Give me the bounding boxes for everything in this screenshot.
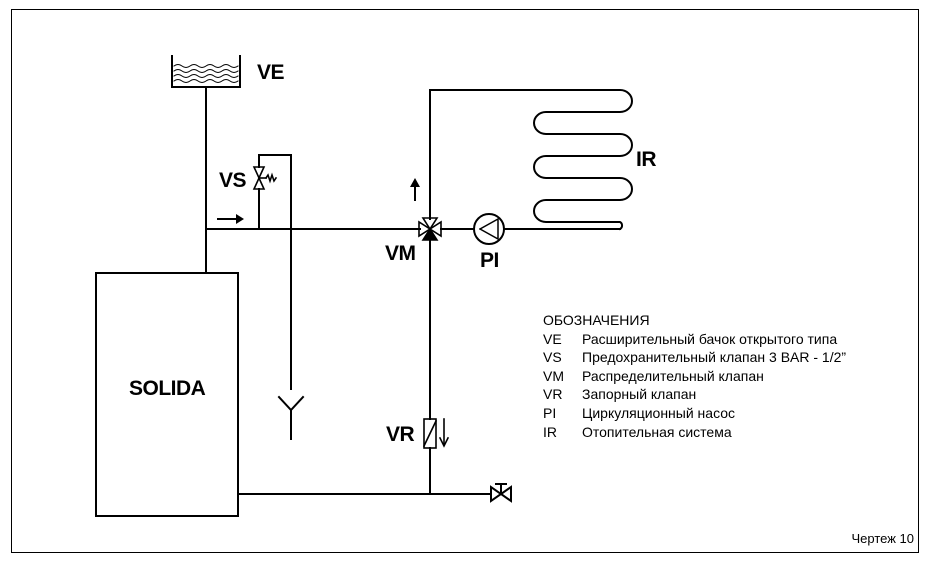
legend-code: VM xyxy=(543,367,564,384)
legend: ОБОЗНАЧЕНИЯ VE Расширительный бачок откр… xyxy=(543,311,846,441)
legend-text: Запорный клапан xyxy=(582,386,697,403)
legend-text: Расширительный бачок открытого типа xyxy=(582,330,838,347)
label-ir: IR xyxy=(636,148,657,171)
legend-title: ОБОЗНАЧЕНИЯ xyxy=(543,312,650,328)
legend-item: VM Распределительный клапан xyxy=(543,367,846,386)
legend-item: VR Запорный клапан xyxy=(543,385,846,404)
legend-item: PI Циркуляционный насос xyxy=(543,404,846,423)
legend-item: IR Отопительная система xyxy=(543,423,846,442)
legend-item: VS Предохранительный клапан 3 BAR - 1/2” xyxy=(543,348,846,367)
legend-code: IR xyxy=(543,423,557,440)
label-pi: PI xyxy=(480,249,499,272)
boiler-label: SOLIDA xyxy=(129,377,206,400)
legend-code: PI xyxy=(543,404,557,421)
legend-code: VS xyxy=(543,349,562,366)
safety-valve-icon xyxy=(252,166,278,190)
legend-text: Распределительный клапан xyxy=(582,367,764,384)
expansion-tank-icon xyxy=(171,55,241,88)
label-vr: VR xyxy=(386,423,415,446)
label-ve: VE xyxy=(257,61,285,84)
legend-item: VE Расширительный бачок открытого типа xyxy=(543,330,846,349)
legend-code: VE xyxy=(543,330,562,347)
label-vs: VS xyxy=(219,169,247,192)
legend-text: Предохранительный клапан 3 BAR - 1/2” xyxy=(582,349,847,366)
drawing-caption: Чертеж 10 xyxy=(851,531,915,546)
legend-text: Циркуляционный насос xyxy=(582,404,736,421)
legend-code: VR xyxy=(543,386,563,403)
drawing-frame xyxy=(11,9,919,553)
legend-text: Отопительная система xyxy=(582,423,732,440)
boiler-solida xyxy=(95,272,239,517)
shutoff-valve-icon xyxy=(422,418,450,449)
flow-arrow-right-icon xyxy=(217,214,244,224)
pump-icon xyxy=(473,213,505,245)
label-vm: VM xyxy=(385,242,416,265)
pipework xyxy=(205,86,633,503)
three-way-valve-icon xyxy=(418,217,442,241)
flow-arrow-up-icon xyxy=(410,178,420,201)
